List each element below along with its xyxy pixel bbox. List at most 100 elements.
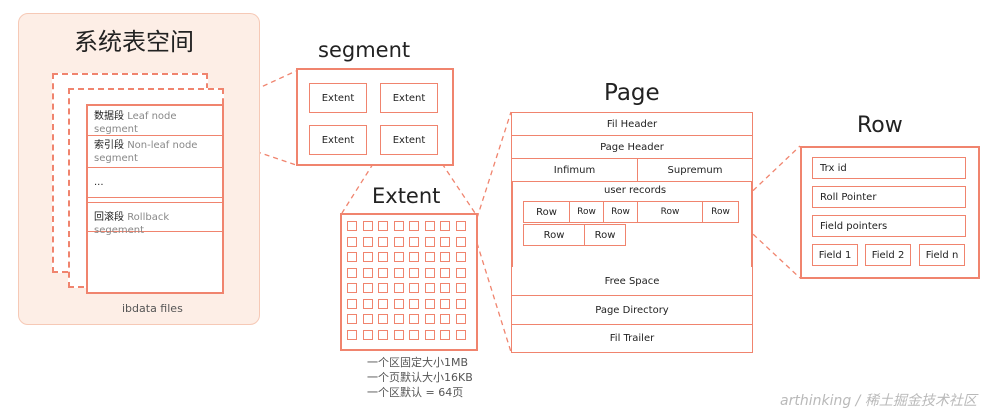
page-row-1-4: Row [637, 201, 703, 223]
segment-row-nonleaf-zh: 索引段 [94, 140, 124, 151]
row-field-2: Field 2 [865, 244, 911, 266]
page-row-2-1: Row [523, 224, 585, 246]
extent-page-cell [455, 314, 466, 324]
row-field-n: Field n [919, 244, 965, 266]
page-page-header: Page Header [511, 135, 753, 159]
extent-page-cell [378, 298, 388, 309]
segment-row-rollback-en: Rollback segement [94, 212, 170, 236]
page-fil-trailer: Fil Trailer [511, 324, 753, 353]
extent-page-cell [440, 314, 450, 324]
extent-page-cell [347, 267, 357, 278]
segment-extent-4: Extent [380, 125, 438, 155]
extent-page-cell [409, 314, 419, 324]
extent-page-cell [362, 267, 373, 278]
row-roll-pointer: Roll Pointer [812, 186, 966, 208]
ibdata-files-label: ibdata files [122, 302, 183, 315]
extent-page-cell [378, 252, 388, 262]
extent-page-cell [424, 283, 435, 293]
extent-page-grid [347, 221, 471, 345]
extent-page-cell [347, 329, 357, 340]
extent-page-cell [362, 314, 373, 324]
page-free-space: Free Space [511, 267, 753, 296]
page-row-1-2: Row [569, 201, 604, 223]
extent-page-cell [409, 298, 419, 309]
extent-page-cell [455, 283, 466, 293]
segment-row-leaf-zh: 数据段 [94, 111, 124, 122]
extent-page-cell [455, 329, 466, 340]
extent-page-cell [440, 236, 450, 247]
extent-page-cell [440, 221, 450, 231]
connector-extent-page-top [476, 111, 512, 219]
page-row-1-1: Row [523, 201, 570, 223]
extent-title: Extent [372, 184, 441, 208]
extent-page-cell [378, 329, 388, 340]
extent-page-cell [347, 283, 357, 293]
page-row-2-2: Row [584, 224, 626, 246]
extent-page-cell [362, 283, 373, 293]
extent-page-cell [393, 252, 404, 262]
page-title: Page [604, 80, 660, 106]
segment-row-rollback: 回滚段 Rollback segement [88, 202, 222, 236]
extent-page-cell [347, 298, 357, 309]
extent-page-cell [393, 283, 404, 293]
extent-page-cell [378, 283, 388, 293]
extent-page-cell [440, 329, 450, 340]
row-title: Row [857, 113, 903, 138]
extent-page-cell [455, 252, 466, 262]
extent-page-cell [347, 252, 357, 262]
extent-box [340, 213, 478, 351]
extent-page-cell [362, 221, 373, 231]
extent-page-cell [362, 329, 373, 340]
extent-page-cell [424, 236, 435, 247]
extent-page-cell [347, 314, 357, 324]
watermark: arthinking / 稀土掘金技术社区 [780, 393, 977, 409]
extent-page-cell [393, 329, 404, 340]
extent-page-cell [378, 236, 388, 247]
segment-row-rollback-zh: 回滚段 [94, 212, 124, 223]
extent-page-cell [409, 267, 419, 278]
extent-note-2: 一个页默认大小16KB [367, 371, 473, 384]
extent-page-cell [424, 314, 435, 324]
extent-page-cell [362, 298, 373, 309]
page-user-records: user records [604, 185, 667, 196]
page-fil-header: Fil Header [511, 112, 753, 136]
extent-page-cell [409, 329, 419, 340]
page-supremum: Supremum [637, 158, 753, 182]
segment-extent-2: Extent [380, 83, 438, 113]
extent-page-cell [393, 236, 404, 247]
extent-page-cell [393, 221, 404, 231]
extent-note-1: 一个区固定大小1MB [367, 356, 469, 369]
extent-page-cell [440, 283, 450, 293]
extent-page-cell [455, 221, 466, 231]
extent-page-cell [378, 221, 388, 231]
extent-page-cell [393, 267, 404, 278]
page-infimum: Infimum [511, 158, 638, 182]
extent-page-cell [393, 298, 404, 309]
extent-page-cell [440, 267, 450, 278]
extent-page-cell [347, 236, 357, 247]
extent-page-cell [424, 252, 435, 262]
page-page-directory: Page Directory [511, 295, 753, 325]
ibdata-file: 数据段 Leaf node segment 索引段 Non-leaf node … [86, 104, 224, 294]
extent-page-cell [455, 236, 466, 247]
extent-page-cell [362, 236, 373, 247]
extent-page-cell [378, 314, 388, 324]
extent-page-cell [455, 298, 466, 309]
extent-page-cell [362, 252, 373, 262]
extent-page-cell [347, 221, 357, 231]
connector-extent-page-bottom [476, 242, 512, 353]
row-field-pointers: Field pointers [812, 215, 966, 237]
extent-page-cell [409, 283, 419, 293]
segment-title: segment [318, 38, 411, 62]
extent-page-cell [409, 236, 419, 247]
segment-row-leaf: 数据段 Leaf node segment [88, 106, 222, 136]
row-trx-id: Trx id [812, 157, 966, 179]
extent-page-cell [378, 267, 388, 278]
extent-page-cell [440, 298, 450, 309]
extent-page-cell [455, 267, 466, 278]
extent-page-cell [440, 252, 450, 262]
segment-row-leaf-en: Leaf node segment [94, 111, 177, 135]
segment-extent-1: Extent [309, 83, 367, 113]
segment-row-nonleaf-en: Non-leaf node segment [94, 140, 198, 164]
tablespace-title: 系统表空间 [74, 28, 194, 56]
